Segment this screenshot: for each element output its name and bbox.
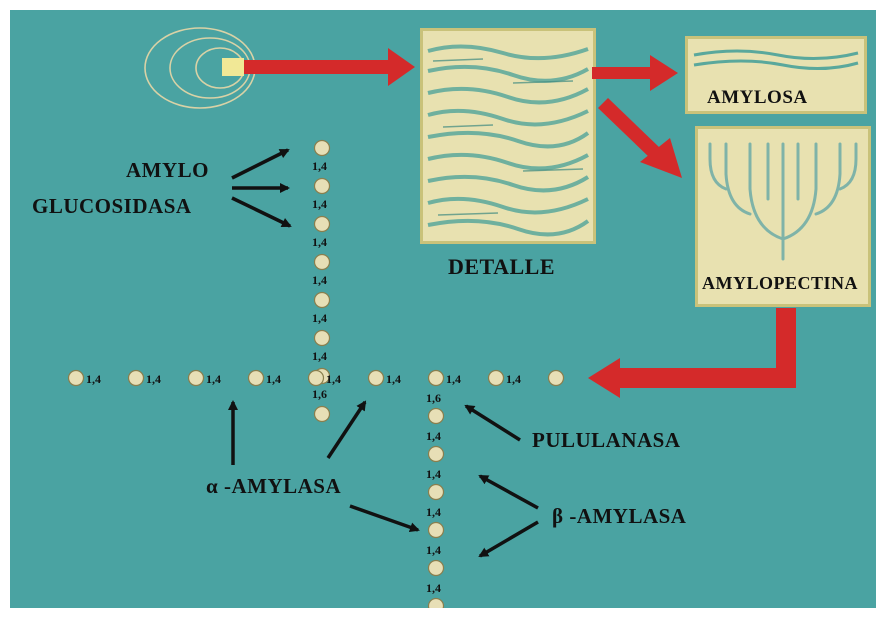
- glucose-bead: [429, 409, 444, 424]
- glucose-bead: [429, 371, 444, 386]
- glucose-bead: [315, 407, 330, 422]
- bond-label: 1,4: [312, 197, 327, 211]
- red-arrow-to-amylopectina: [598, 98, 682, 178]
- bond-label: 1,4: [312, 349, 327, 363]
- bond-label: 1,4: [426, 505, 441, 519]
- bond-label: 1,4: [426, 543, 441, 557]
- bond-label: 1,4: [312, 273, 327, 287]
- bond-label: 1,4: [146, 372, 161, 386]
- granule-detail-marker: [222, 58, 244, 76]
- glucose-bead: [429, 447, 444, 462]
- glucose-bead: [429, 485, 444, 500]
- pullulanasa-label: PULULANASA: [532, 430, 681, 451]
- glucose-bead: [489, 371, 504, 386]
- bond-label: 1,4: [312, 159, 327, 173]
- red-arrow-to-amylosa: [592, 55, 678, 91]
- glucose-bead: [315, 331, 330, 346]
- red-arrow-to-chain: [588, 308, 796, 398]
- glucose-bead: [315, 179, 330, 194]
- glucose-bead: [429, 599, 444, 609]
- glucose-bead: [249, 371, 264, 386]
- pullulanasa-arrow: [466, 406, 520, 440]
- amyloglucosidasa-arrows: [232, 150, 290, 226]
- bond-label: 1,4: [506, 372, 521, 386]
- glucose-bead: [549, 371, 564, 386]
- glucose-bead: [315, 141, 330, 156]
- amylo-label: AMYLO: [126, 160, 209, 181]
- beta-amylasa-label: β -AMYLASA: [552, 506, 686, 527]
- bond-label: 1,4: [446, 372, 461, 386]
- glucose-bead: [315, 293, 330, 308]
- glucose-bead: [429, 561, 444, 576]
- bond-label: 1,4: [312, 235, 327, 249]
- glucose-bead: [69, 371, 84, 386]
- glucose-bead: [309, 371, 324, 386]
- glucose-bead: [189, 371, 204, 386]
- bond-label: 1,6: [426, 391, 441, 405]
- bond-label: 1,4: [326, 372, 341, 386]
- bond-label: 1,4: [426, 429, 441, 443]
- glucose-bead: [315, 255, 330, 270]
- glucose-bead: [129, 371, 144, 386]
- red-arrow-to-detail: [244, 48, 415, 86]
- glucose-bead: [429, 523, 444, 538]
- glucosidasa-label: GLUCOSIDASA: [32, 196, 192, 217]
- glucose-bead: [315, 217, 330, 232]
- diagram-slide: DETALLE AMYLOSA AMYLOPECTINA: [10, 10, 876, 608]
- bond-label: 1,4: [206, 372, 221, 386]
- bond-label: 1,4: [86, 372, 101, 386]
- bond-label: 1,4: [426, 581, 441, 595]
- bond-label: 1,4: [426, 467, 441, 481]
- bond-label: 1,4: [312, 311, 327, 325]
- bond-label: 1,4: [266, 372, 281, 386]
- bond-label: 1,6: [312, 387, 327, 401]
- glucose-bead: [369, 371, 384, 386]
- beta-amylasa-arrows: [480, 476, 538, 556]
- alpha-amylasa-label: α -AMYLASA: [206, 476, 341, 497]
- bond-label: 1,4: [386, 372, 401, 386]
